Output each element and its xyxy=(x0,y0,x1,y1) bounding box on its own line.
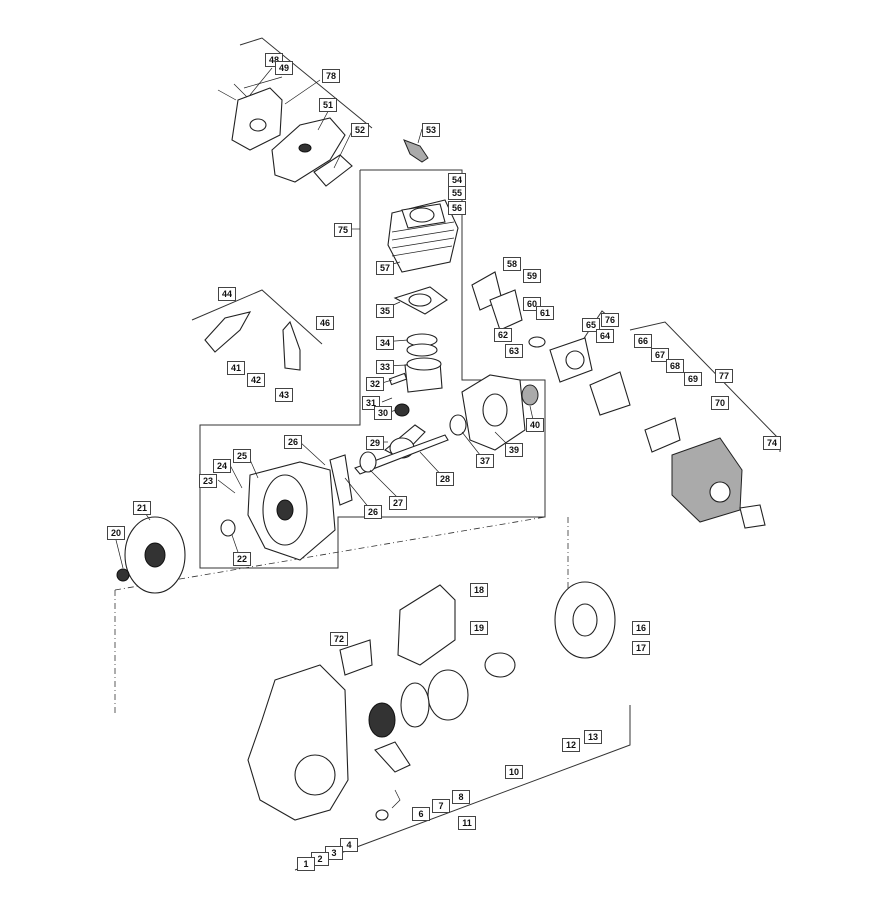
part-label-10: 10 xyxy=(505,765,523,779)
part-label-19: 19 xyxy=(470,621,488,635)
part-label-29: 28 xyxy=(436,472,454,486)
part-label-17: 17 xyxy=(632,641,650,655)
part-label-41: 41 xyxy=(227,361,245,375)
part-label-56: 56 xyxy=(448,201,466,215)
part-label-30: 29 xyxy=(366,436,384,450)
part-label-36: 35 xyxy=(376,304,394,318)
part-label-54: 54 xyxy=(448,173,466,187)
carburetor-intake xyxy=(471,271,681,453)
part-label-26: 26 xyxy=(284,435,302,449)
part-label-28: 27 xyxy=(389,496,407,510)
crankcase-half xyxy=(220,454,353,561)
part-label-12: 12 xyxy=(562,738,580,752)
air-filter-cover-parts xyxy=(217,83,353,187)
part-label-55: 55 xyxy=(448,186,466,200)
part-label-24: 24 xyxy=(213,459,231,473)
part-label-25: 25 xyxy=(233,449,251,463)
air-filter-housing xyxy=(671,437,766,529)
part-label-65: 65 xyxy=(582,318,600,332)
spark-plug xyxy=(403,139,429,163)
part-label-13: 13 xyxy=(584,730,602,744)
part-label-37: 37 xyxy=(476,454,494,468)
flywheel xyxy=(116,516,186,594)
part-label-63: 63 xyxy=(505,344,523,358)
part-label-4: 4 xyxy=(340,838,358,852)
part-label-69: 69 xyxy=(684,372,702,386)
part-label-68: 68 xyxy=(666,359,684,373)
part-label-27: 26 xyxy=(364,505,382,519)
cylinder-assembly xyxy=(387,199,459,393)
fan-housing xyxy=(247,664,401,821)
part-label-67: 67 xyxy=(651,348,669,362)
part-label-33: 32 xyxy=(366,377,384,391)
part-label-22: 22 xyxy=(233,552,251,566)
part-label-53: 53 xyxy=(422,123,440,137)
part-label-42: 42 xyxy=(247,373,265,387)
part-label-18: 18 xyxy=(470,583,488,597)
part-label-78: 78 xyxy=(322,69,340,83)
part-label-66: 66 xyxy=(634,334,652,348)
part-label-21: 21 xyxy=(133,501,151,515)
part-label-44: 44 xyxy=(218,287,236,301)
part-label-46: 46 xyxy=(316,316,334,330)
part-label-49: 49 xyxy=(275,61,293,75)
part-label-23: 23 xyxy=(199,474,217,488)
part-label-64: 64 xyxy=(596,329,614,343)
part-label-72: 72 xyxy=(330,632,348,646)
crankshaft-crankcase xyxy=(354,374,539,475)
part-label-52: 52 xyxy=(351,123,369,137)
part-label-76: 76 xyxy=(601,313,619,327)
part-label-70: 70 xyxy=(711,396,729,410)
part-label-51: 51 xyxy=(319,98,337,112)
part-label-62: 62 xyxy=(494,328,512,342)
part-label-61: 61 xyxy=(536,306,554,320)
part-label-16: 16 xyxy=(632,621,650,635)
part-label-57: 57 xyxy=(376,261,394,275)
part-label-35: 34 xyxy=(376,336,394,350)
part-label-75: 75 xyxy=(334,223,352,237)
part-label-1: 1 xyxy=(297,857,315,871)
part-label-11: 11 xyxy=(458,816,476,830)
part-label-7: 7 xyxy=(432,799,450,813)
part-label-39: 39 xyxy=(505,443,523,457)
starter-assembly xyxy=(339,581,616,773)
ignition-module xyxy=(204,311,301,371)
part-label-8: 8 xyxy=(452,790,470,804)
part-label-74: 74 xyxy=(763,436,781,450)
part-label-20: 20 xyxy=(107,526,125,540)
part-label-31: 30 xyxy=(374,406,392,420)
part-label-6: 6 xyxy=(412,807,430,821)
part-label-77: 77 xyxy=(715,369,733,383)
part-label-43: 43 xyxy=(275,388,293,402)
part-label-40: 40 xyxy=(526,418,544,432)
part-label-59: 59 xyxy=(523,269,541,283)
part-label-58: 58 xyxy=(503,257,521,271)
part-label-3: 3 xyxy=(325,846,343,860)
part-label-34: 33 xyxy=(376,360,394,374)
